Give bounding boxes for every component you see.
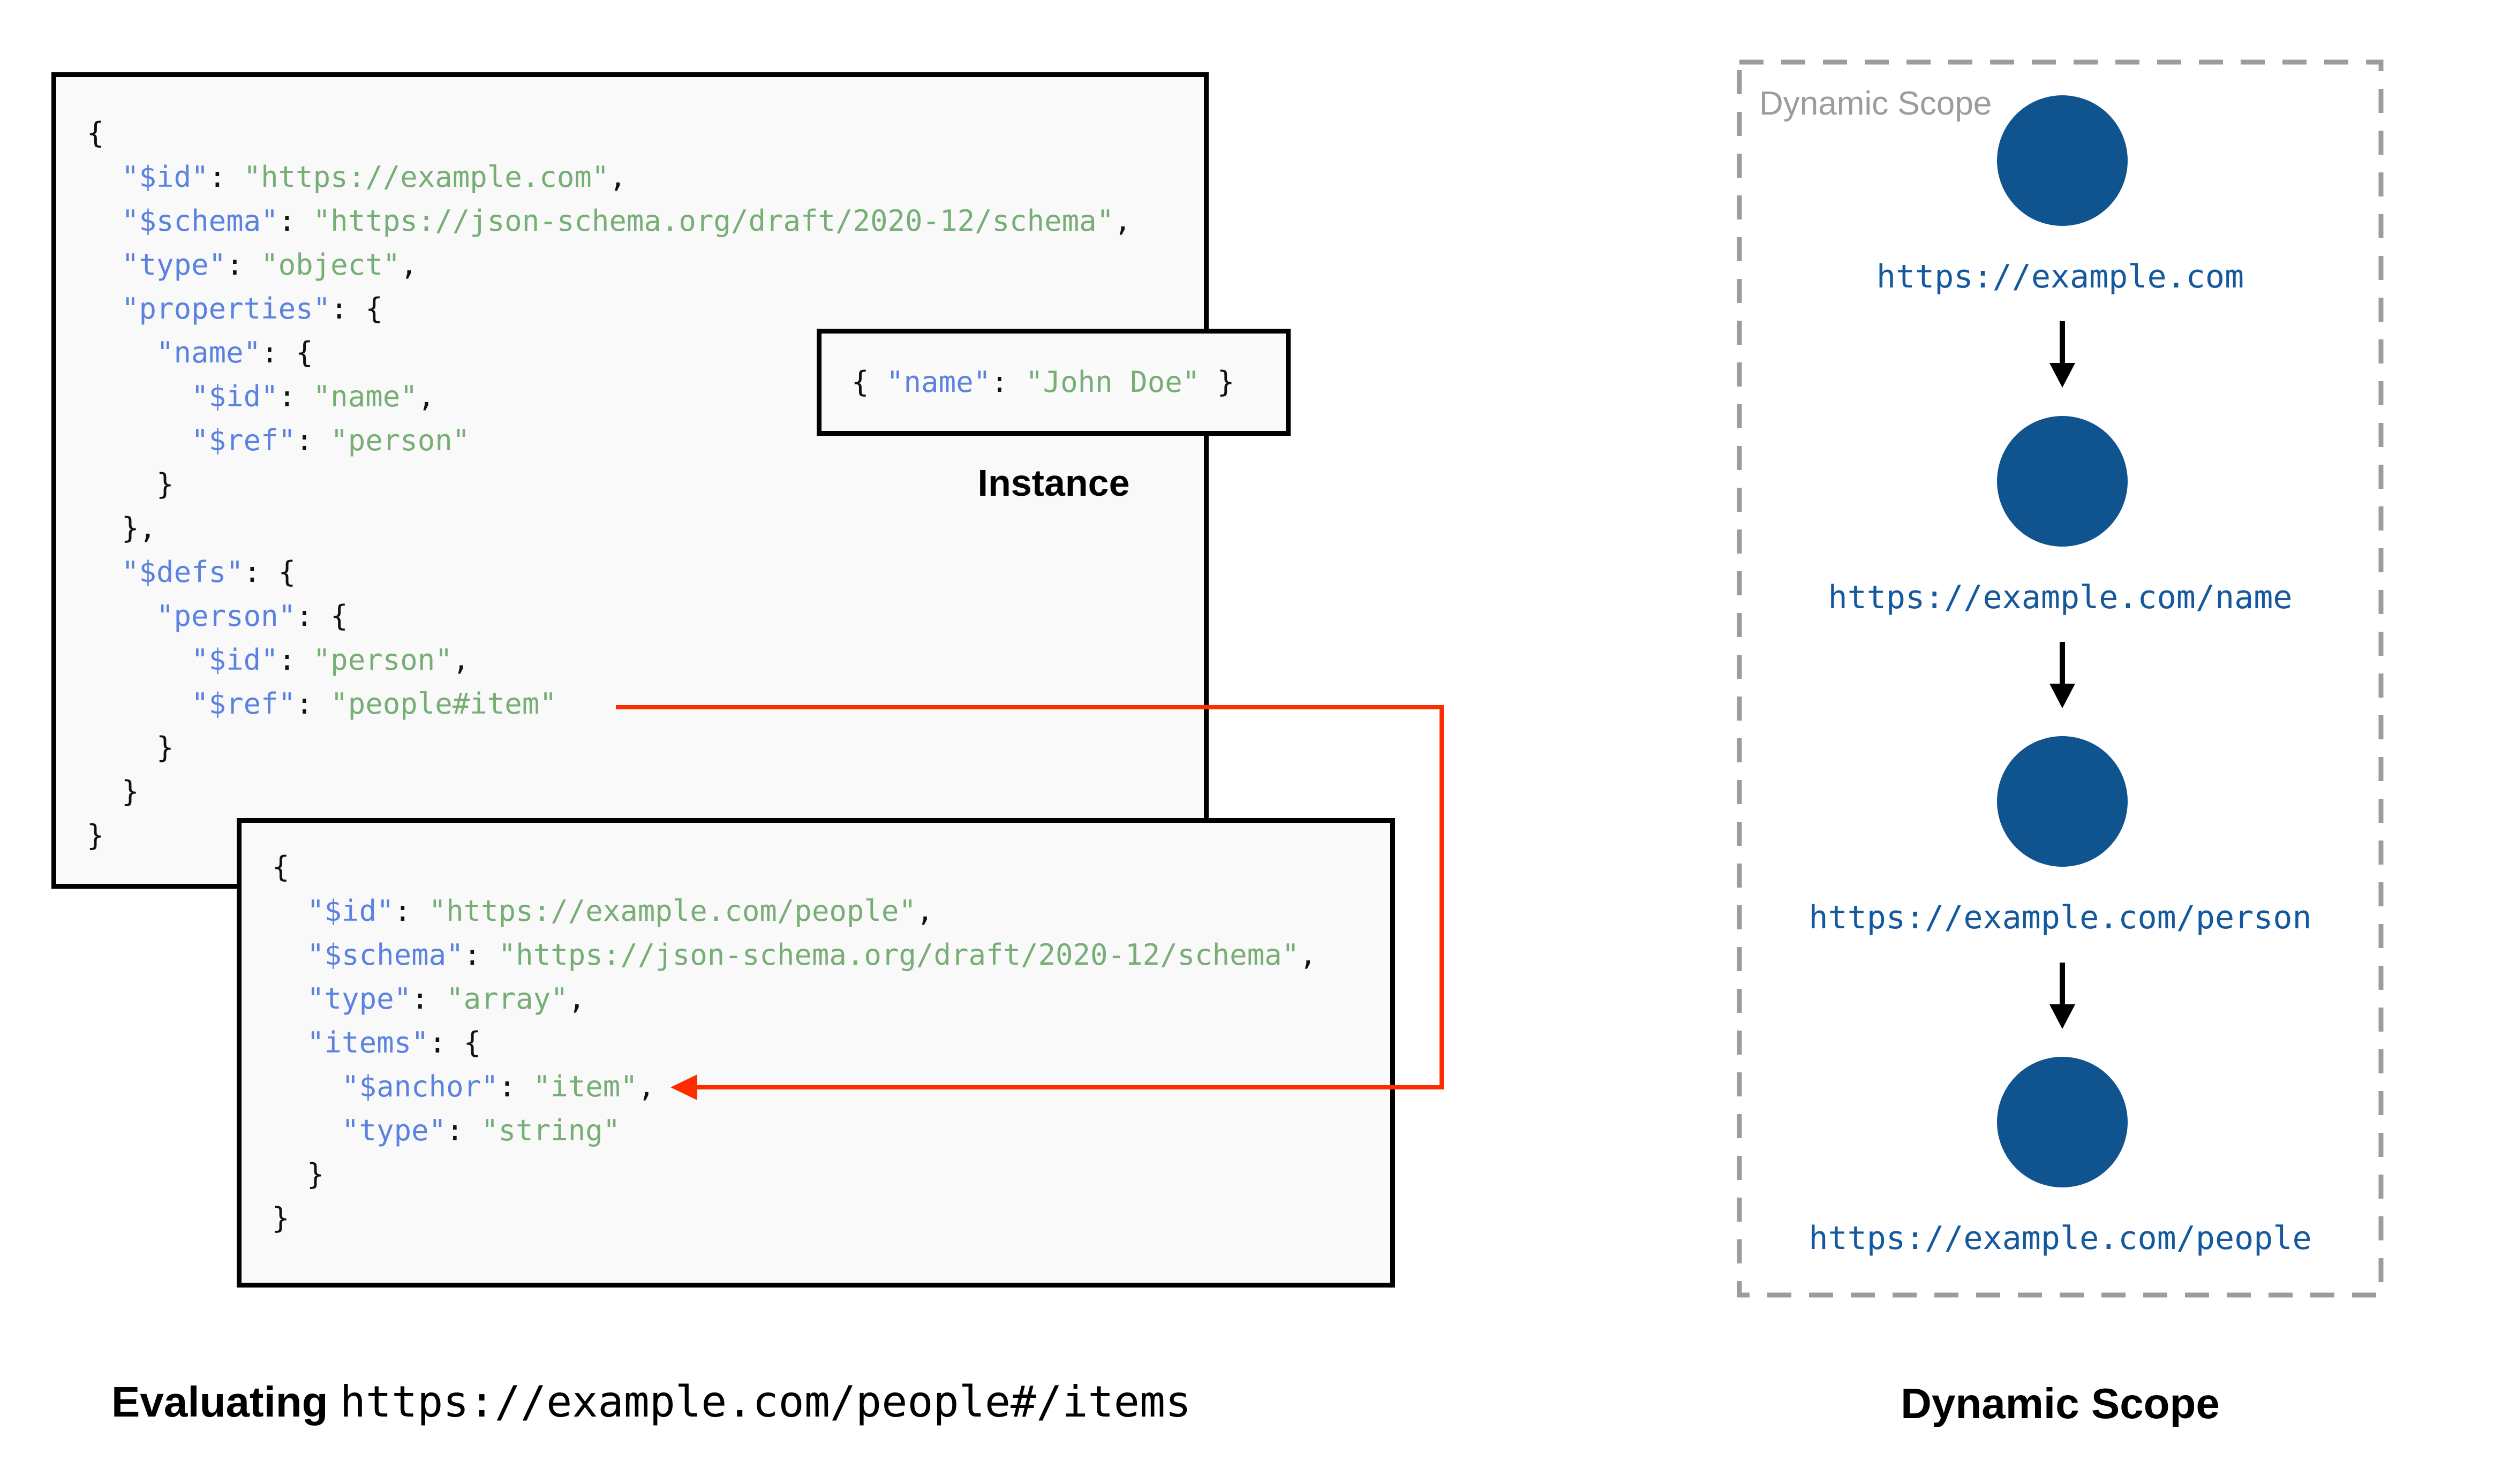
scope-arrow-1 (2049, 321, 2075, 388)
arrow-shaft (2060, 963, 2065, 1004)
schema-code-people: { "$id": "https://example.com/people", "… (272, 850, 1317, 1235)
scope-arrow-3 (2049, 963, 2075, 1029)
scope-node-url-1: https://example.com (1876, 258, 2244, 296)
scope-node-url-2: https://example.com/name (1828, 579, 2293, 616)
dynamic-scope-title: Dynamic Scope (1901, 1380, 2220, 1427)
scope-node-url-3: https://example.com/person (1808, 899, 2312, 936)
arrow-shaft (2060, 321, 2065, 363)
arrow-head-icon (2049, 1004, 2075, 1029)
dynamic-scope-corner-label: Dynamic Scope (1759, 85, 1992, 122)
evaluating-prefix: Evaluating (111, 1378, 328, 1426)
ref-arrowhead-icon (670, 1074, 697, 1100)
scope-node-circle-3 (1997, 736, 2128, 867)
arrow-shaft (2060, 642, 2065, 684)
instance-label: Instance (977, 462, 1130, 504)
arrow-head-icon (2049, 363, 2075, 388)
evaluating-uri: https://example.com/people#/items (340, 1377, 1192, 1427)
scope-node-circle-1 (1997, 95, 2128, 226)
ref-arrow-top-segment (616, 705, 1444, 709)
arrow-head-icon (2049, 684, 2075, 708)
evaluating-caption: Evaluating https://example.com/people#/i… (111, 1377, 1191, 1427)
schema-block-outer (51, 72, 1209, 889)
ref-arrow-bottom-segment (696, 1085, 1444, 1089)
instance-box: { "name": "John Doe" } (817, 329, 1291, 436)
scope-arrow-2 (2049, 642, 2075, 708)
scope-node-circle-4 (1997, 1057, 2128, 1187)
scope-node-circle-2 (1997, 416, 2128, 547)
scope-node-url-4: https://example.com/people (1808, 1220, 2312, 1257)
dynamic-scope-dashed-border (1737, 59, 2384, 1298)
instance-code: { "name": "John Doe" } (851, 365, 1235, 399)
ref-arrow-vertical-segment (1440, 705, 1444, 1088)
schema-code-outer: { "$id": "https://example.com", "$schema… (87, 116, 1132, 852)
schema-block-people (237, 818, 1395, 1288)
